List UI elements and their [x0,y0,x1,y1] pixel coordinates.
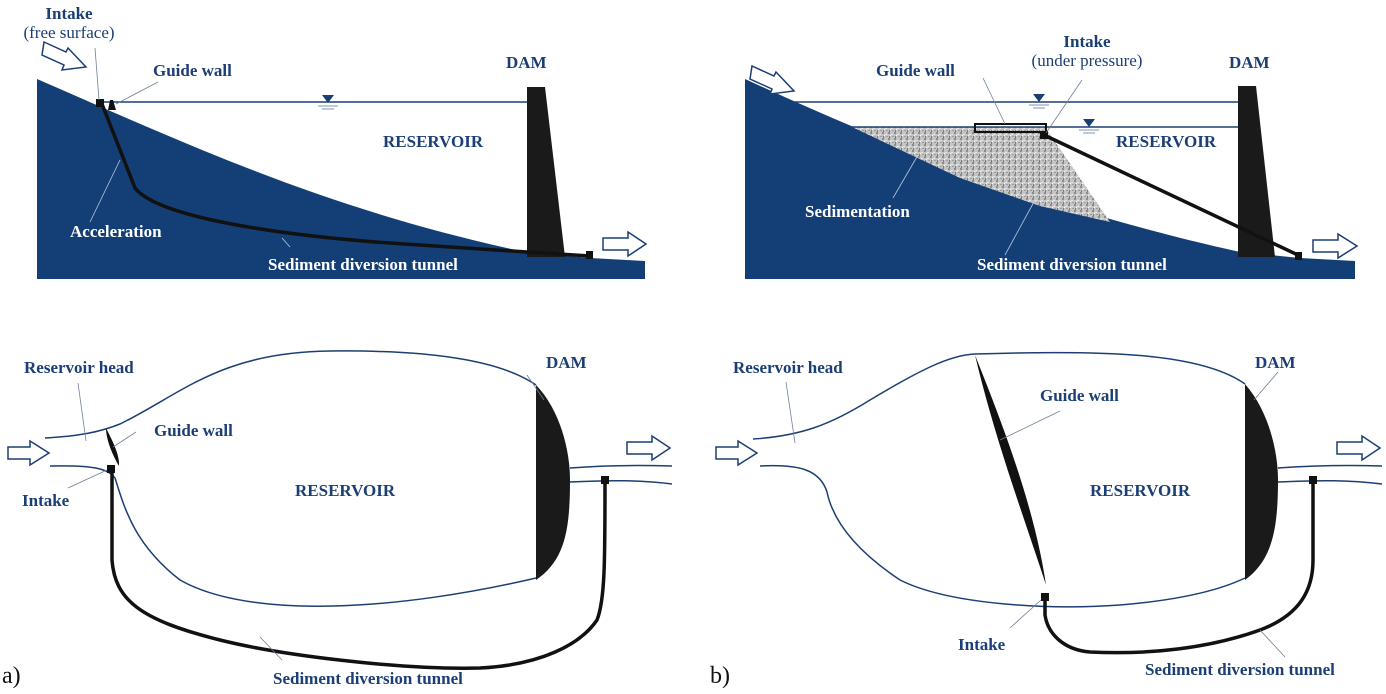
dam-structure [536,385,570,580]
intake-block [96,99,104,107]
reservoir-bed [37,79,645,279]
outflow-arrow-icon [1312,232,1359,260]
water-level-icon [318,95,338,110]
outlet-channel-upper [569,464,673,469]
panel-b-section: Guide wall Intake (under pressure) DAM R… [745,32,1359,279]
reservoir-upper-bank [44,350,537,439]
guide-wall-label: Guide wall [154,421,233,440]
acceleration-label: Acceleration [70,222,162,241]
guide-wall-label: Guide wall [153,61,232,80]
guide-wall-label: Guide wall [1040,386,1119,405]
intake-block [1041,593,1049,601]
tunnel-label: Sediment diversion tunnel [1145,660,1335,679]
intake-sublabel: (free surface) [23,23,114,42]
inflow-arrow-icon [41,40,88,71]
panel-b-id: b) [710,663,730,689]
tunnel-label: Sediment diversion tunnel [977,255,1167,274]
dam-label: DAM [1255,353,1296,372]
reservoir-upper-bank [752,351,1246,440]
guide-wall-label: Guide wall [876,61,955,80]
dam-label: DAM [546,353,587,372]
reservoir-lower-bank [759,464,1246,608]
guide-wall-blade [106,428,120,466]
dam-structure [1245,384,1278,580]
sediment-deposit [852,127,1110,222]
dam-structure [1238,86,1275,257]
outflow-arrow-icon [602,230,648,258]
inflow-arrow-icon [749,64,796,95]
reservoir-label: RESERVOIR [1090,481,1191,500]
reservoir-head-label: Reservoir head [24,358,134,377]
dam-structure [527,87,565,257]
panel-a-section: Intake (free surface) Guide wall DAM RES… [23,4,648,279]
reservoir-label: RESERVOIR [1116,132,1217,151]
reservoir-lower-bank [49,465,537,607]
reservoir-label: RESERVOIR [383,132,484,151]
outflow-arrow-icon [626,434,672,462]
guide-wall-block [108,100,116,110]
sediment-tunnel-path [1042,133,1302,258]
outlet-channel-upper [1277,464,1383,469]
sediment-tunnel-path [100,102,592,258]
outflow-arrow-icon [1336,434,1382,462]
outlet-channel-lower [569,479,673,485]
water-level-icon [1029,94,1049,109]
intake-label: Intake [45,4,93,23]
reservoir-bed [745,79,1355,279]
tunnel-label: Sediment diversion tunnel [273,669,463,688]
sediment-tunnel-path [110,468,607,670]
panel-a-plan: Reservoir head Guide wall Intake DAM RES… [2,350,673,689]
outlet-block [1309,476,1317,484]
outlet-block [601,476,609,484]
outlet-block [1295,252,1302,260]
intake-block [1040,131,1048,139]
inflow-arrow-icon [715,439,759,467]
intake-label: Intake [1063,32,1111,51]
panel-b-plan: Reservoir head Guide wall Intake DAM RES… [710,351,1383,689]
panel-a-id: a) [2,663,21,689]
tunnel-label: Sediment diversion tunnel [268,255,458,274]
intake-label: Intake [22,491,70,510]
reservoir-head-label: Reservoir head [733,358,843,377]
intake-label: Intake [958,635,1006,654]
reservoir-label: RESERVOIR [295,481,396,500]
outlet-channel-lower [1277,479,1383,485]
sedimentation-label: Sedimentation [805,202,910,221]
sediment-tunnel-path [1043,478,1315,655]
dam-label: DAM [506,53,547,72]
water-level-icon [1079,119,1099,134]
guide-wall-box [974,123,1047,133]
intake-sublabel: (under pressure) [1032,51,1143,70]
guide-wall-blade [975,355,1046,585]
inflow-arrow-icon [7,439,51,467]
outlet-block [586,251,593,259]
dam-label: DAM [1229,53,1270,72]
intake-block [107,465,115,473]
